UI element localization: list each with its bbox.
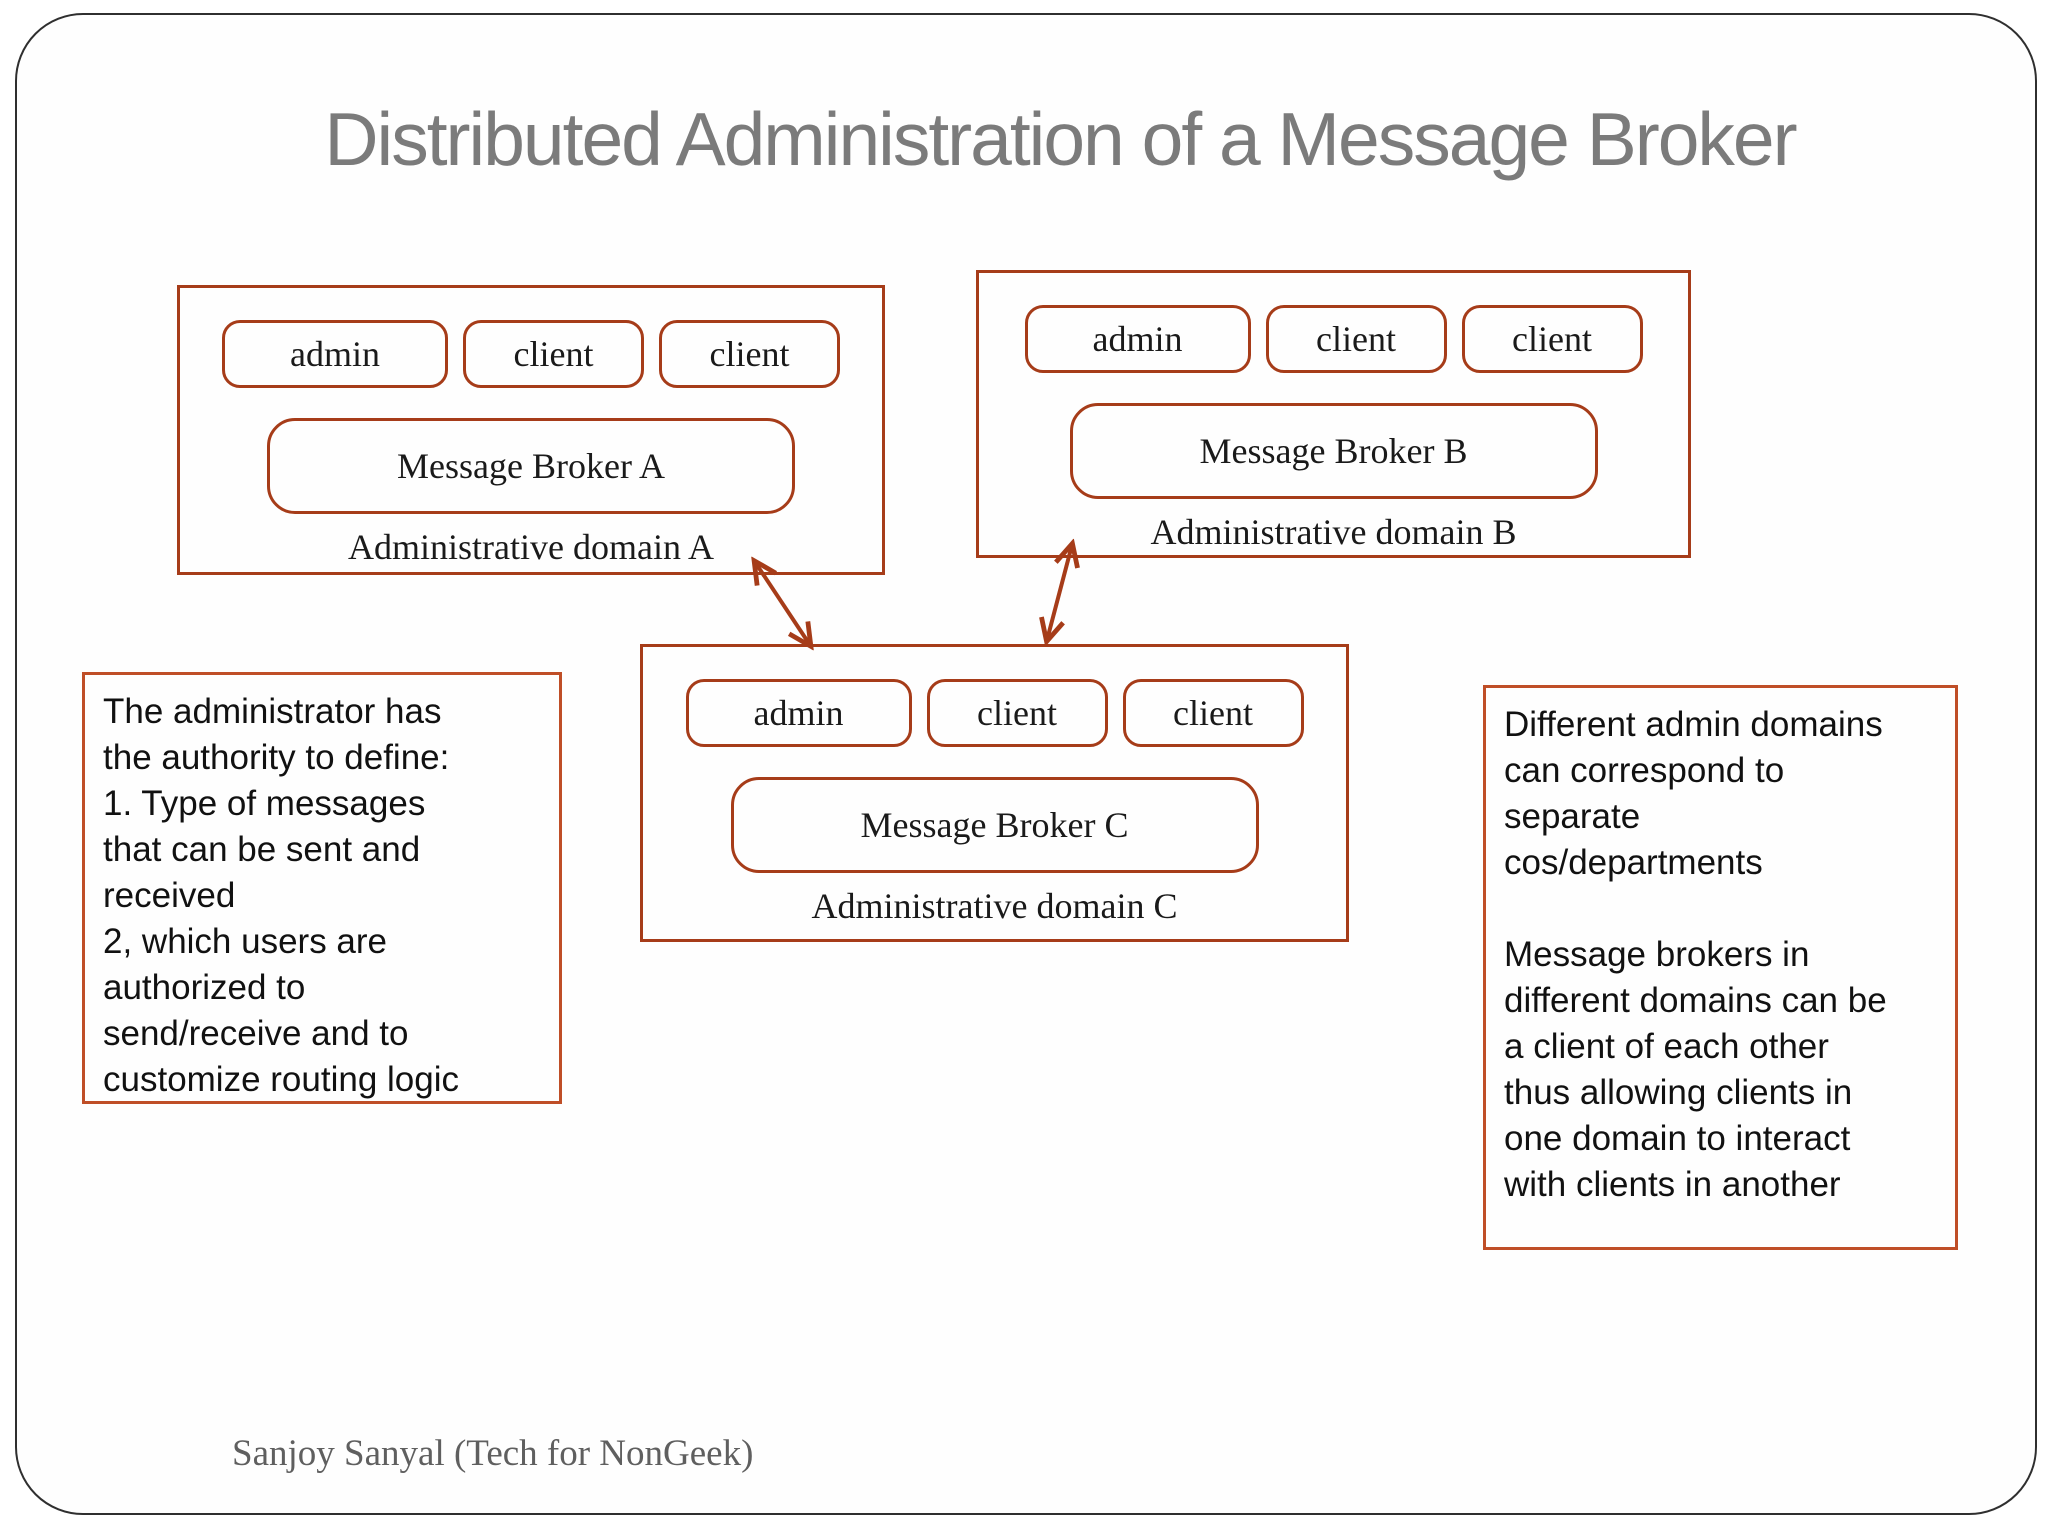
domain-c-node-row: admin client client (685, 679, 1304, 747)
footer-credit: Sanjoy Sanyal (Tech for NonGeek) (232, 1433, 754, 1474)
domain-c-caption: Administrative domain C (811, 886, 1178, 926)
domain-c-client2-box: client (1122, 679, 1304, 747)
domain-b-node-row: admin client client (1024, 305, 1643, 373)
domain-a-client2-label: client (709, 334, 790, 374)
domain-b-client1-label: client (1316, 319, 1396, 359)
message-broker-b-box: Message Broker B (1069, 403, 1598, 499)
domain-a-node-row: admin client client (222, 320, 840, 388)
domain-c-admin-label: admin (753, 693, 844, 733)
domain-a-client1-box: client (463, 320, 644, 388)
domain-b-client1-box: client (1265, 305, 1447, 373)
slide-title: Distributed Administration of a Message … (324, 97, 1797, 181)
domain-a-caption: Administrative domain A (348, 527, 714, 567)
domain-b-client2-label: client (1512, 319, 1592, 359)
domain-box-c: admin client client Message Broker C Adm… (640, 644, 1349, 942)
message-broker-c-box: Message Broker C (730, 777, 1259, 873)
domain-b-admin-box: admin (1024, 305, 1251, 373)
note-box-left: The administrator has the authority to d… (82, 672, 562, 1104)
message-broker-c-label: Message Broker C (860, 805, 1129, 845)
domain-b-admin-label: admin (1092, 319, 1183, 359)
domain-box-a: admin client client Message Broker A Adm… (177, 285, 885, 575)
domain-a-admin-label: admin (290, 334, 380, 374)
note-box-right: Different admin domains can correspond t… (1483, 685, 1958, 1250)
domain-c-client2-label: client (1173, 693, 1253, 733)
domain-b-client2-box: client (1461, 305, 1643, 373)
message-broker-b-label: Message Broker B (1199, 431, 1468, 471)
domain-a-client2-box: client (659, 320, 840, 388)
domain-b-caption: Administrative domain B (1150, 512, 1517, 552)
domain-c-client1-label: client (977, 693, 1057, 733)
domain-a-client1-label: client (513, 334, 594, 374)
domain-box-b: admin client client Message Broker B Adm… (976, 270, 1691, 558)
note-text-right: Different admin domains can correspond t… (1504, 705, 1887, 1204)
domain-a-admin-box: admin (222, 320, 448, 388)
message-broker-a-label: Message Broker A (397, 446, 665, 486)
message-broker-a-box: Message Broker A (267, 418, 795, 514)
domain-c-client1-box: client (926, 679, 1108, 747)
domain-c-admin-box: admin (685, 679, 912, 747)
note-text-left: The administrator has the authority to d… (103, 692, 459, 1099)
